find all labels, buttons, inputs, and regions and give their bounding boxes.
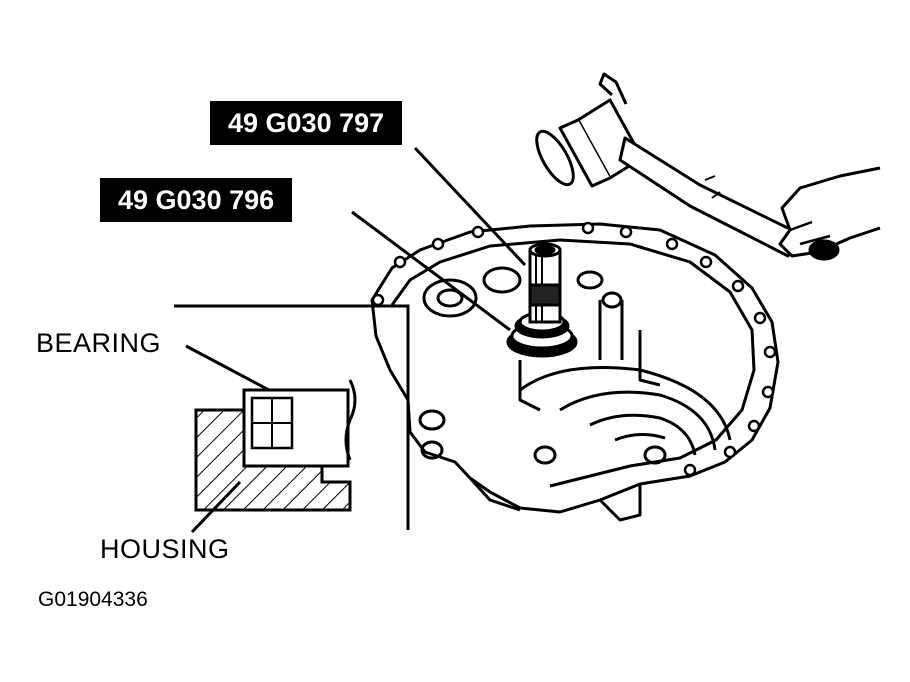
hand-icon [778, 166, 881, 261]
leader-line-796 [351, 210, 511, 332]
leader-line-797 [413, 146, 527, 267]
housing-bolt-holes [371, 221, 777, 477]
inset-cross-section [174, 304, 410, 530]
bearing-label: BEARING [36, 328, 162, 358]
tool-label-796: 49 G030 796 [100, 178, 293, 222]
transmission-housing [370, 222, 780, 522]
installer-tool [506, 242, 578, 358]
hammer-icon [535, 72, 802, 258]
housing-label: HOUSING [100, 534, 230, 564]
figure-id: G01904336 [38, 588, 148, 611]
tool-label-797: 49 G030 797 [210, 101, 403, 145]
